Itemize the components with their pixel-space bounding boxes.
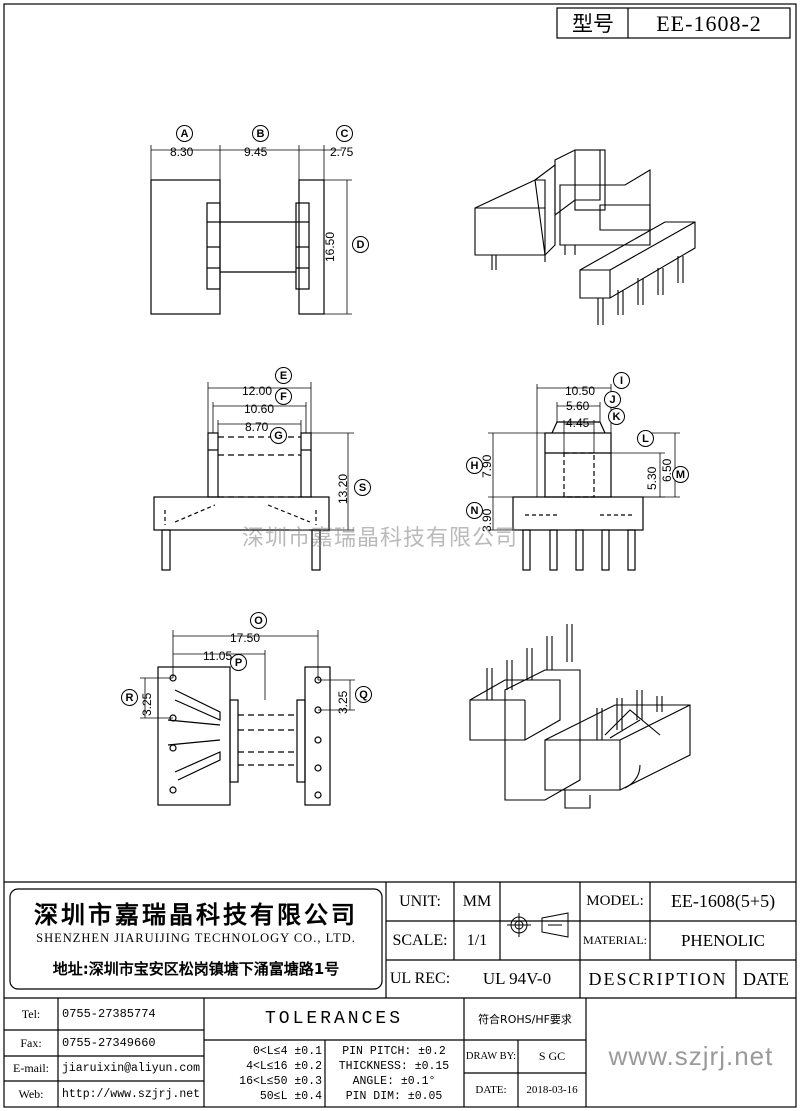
model-value: EE-1608(5+5) bbox=[670, 891, 776, 911]
tolerance-line: 0<L≤4 ±0.1 bbox=[252, 1045, 322, 1058]
dimension-label-j: J bbox=[604, 391, 621, 408]
dimension-label-f: F bbox=[275, 388, 292, 405]
material-value: PHENOLIC bbox=[680, 930, 766, 950]
ul-rec-label: UL REC: bbox=[389, 970, 451, 987]
watermark-text: 深圳市嘉瑞晶科技有限公司 bbox=[242, 526, 519, 551]
dimension-label-a: A bbox=[176, 125, 193, 142]
dim-L-value: 5.30 bbox=[645, 466, 659, 490]
dimension-label-h: H bbox=[466, 457, 483, 474]
material-label: MATERIAL: bbox=[583, 933, 647, 947]
scale-label: SCALE: bbox=[392, 931, 448, 949]
company-name-en: SHENZHEN JIARUIJING TECHNOLOGY CO., LTD. bbox=[36, 931, 356, 945]
dimension-label-s: S bbox=[354, 479, 371, 496]
rohs-compliance: 符合ROHS/HF要求 bbox=[478, 1013, 572, 1026]
scale-value: 1/1 bbox=[466, 931, 488, 949]
title-block-frame bbox=[4, 881, 796, 1107]
tolerances-title: TOLERANCES bbox=[264, 1009, 404, 1029]
company-address: 地址:深圳市宝安区松岗镇塘下涌富塘路1号 bbox=[52, 960, 340, 978]
pin-pitch-line: PIN PITCH: ±0.2 bbox=[342, 1045, 446, 1058]
dim-D-value: 16.50 bbox=[323, 231, 337, 262]
bottom-view bbox=[140, 630, 355, 806]
dimension-label-b: B bbox=[252, 125, 269, 142]
pin-dim-line: PIN DIM: ±0.05 bbox=[345, 1090, 443, 1103]
dim-C-value: 2.75 bbox=[330, 145, 354, 159]
tolerance-line: 50≤L ±0.4 bbox=[259, 1090, 322, 1103]
web-link[interactable]: http://www.szjrj.net bbox=[62, 1087, 201, 1101]
company-name-cn: 深圳市嘉瑞晶科技有限公司 bbox=[34, 901, 358, 929]
draw-by-label: DRAW BY: bbox=[465, 1051, 517, 1062]
iso-view-top bbox=[474, 149, 696, 325]
dimension-label-e: E bbox=[275, 367, 292, 384]
dimension-label-l: L bbox=[637, 430, 654, 447]
dim-R-value: 3.25 bbox=[140, 692, 154, 716]
dim-Q-value: 3.25 bbox=[336, 690, 350, 714]
ul-rec-value: UL 94V-0 bbox=[482, 969, 552, 988]
iso-view-bottom bbox=[469, 624, 691, 809]
dim-G-value: 8.70 bbox=[245, 420, 269, 434]
email-link[interactable]: jiaruixin@aliyun.com bbox=[62, 1062, 201, 1075]
dimension-label-i: I bbox=[613, 372, 630, 389]
pin-tolerance-list: PIN PITCH: ±0.2 THICKNESS: ±0.15 ANGLE: … bbox=[326, 1044, 462, 1104]
dimension-label-m: M bbox=[672, 466, 689, 483]
tolerance-list: 0<L≤4 ±0.1 4<L≤16 ±0.2 16<L≤50 ±0.3 50≤L… bbox=[208, 1044, 322, 1104]
model-label: MODEL: bbox=[586, 893, 644, 909]
dim-F-value: 10.60 bbox=[244, 402, 275, 416]
dim-B-value: 9.45 bbox=[244, 145, 268, 159]
fax-value: 0755-27349660 bbox=[62, 1036, 156, 1050]
tel-label: Tel: bbox=[21, 1006, 41, 1021]
dimension-label-g: G bbox=[270, 427, 287, 444]
unit-label: UNIT: bbox=[399, 892, 441, 910]
dimension-label-c: C bbox=[336, 125, 353, 142]
description-header: DESCRIPTION bbox=[588, 968, 728, 989]
dim-E-value: 12.00 bbox=[242, 384, 273, 398]
dimension-label-d: D bbox=[352, 236, 369, 253]
email-label: E-mail: bbox=[13, 1061, 49, 1075]
draw-by-value: S GC bbox=[538, 1049, 566, 1063]
dim-S-value: 13.20 bbox=[336, 473, 350, 504]
type-label: 型号 bbox=[572, 12, 614, 36]
dim-P-value: 11.05 bbox=[203, 649, 233, 663]
thickness-line: THICKNESS: ±0.15 bbox=[338, 1060, 450, 1073]
dim-J-value: 5.60 bbox=[566, 399, 590, 413]
dim-K-value: 4.45 bbox=[566, 416, 590, 430]
header-part-box: 型号 EE-1608-2 bbox=[556, 7, 791, 39]
dimension-label-q: Q bbox=[355, 686, 372, 703]
fax-label: Fax: bbox=[20, 1035, 42, 1050]
website-watermark[interactable]: www.szjrj.net bbox=[608, 1040, 774, 1071]
drawing-border bbox=[3, 3, 797, 1108]
dimension-label-o: O bbox=[250, 612, 267, 629]
side-view-right bbox=[488, 384, 680, 571]
dim-I-value: 10.50 bbox=[565, 384, 596, 398]
angle-line: ANGLE: ±0.1° bbox=[352, 1075, 436, 1088]
projection-symbol-icon bbox=[507, 912, 569, 938]
part-number: EE-1608-2 bbox=[656, 11, 762, 36]
side-view bbox=[150, 145, 352, 315]
date-field-label: DATE: bbox=[475, 1084, 507, 1096]
dim-O-value: 17.50 bbox=[230, 631, 261, 645]
date-header: DATE bbox=[743, 968, 789, 989]
dimension-label-n: N bbox=[466, 502, 483, 519]
unit-value: MM bbox=[462, 892, 492, 910]
dim-A-value: 8.30 bbox=[170, 145, 194, 159]
dimension-label-k: K bbox=[608, 408, 625, 425]
dimension-label-p: P bbox=[230, 654, 247, 671]
date-field-value: 2018-03-16 bbox=[526, 1084, 578, 1096]
tel-value: 0755-27385774 bbox=[62, 1007, 156, 1021]
dimension-label-r: R bbox=[121, 689, 138, 706]
front-view bbox=[153, 382, 354, 571]
tolerance-line: 16<L≤50 ±0.3 bbox=[239, 1075, 322, 1088]
web-label: Web: bbox=[18, 1086, 44, 1101]
tolerance-line: 4<L≤16 ±0.2 bbox=[246, 1060, 322, 1073]
